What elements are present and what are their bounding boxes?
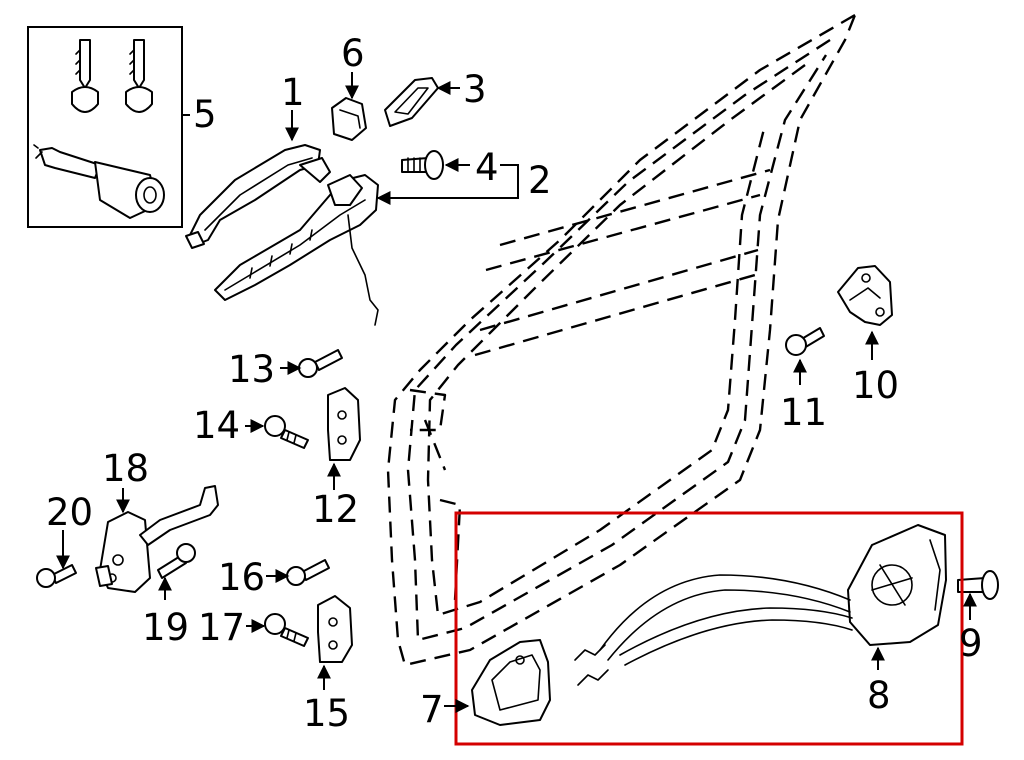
key-cylinder-set bbox=[27, 26, 190, 228]
callout-1: 1 bbox=[281, 71, 305, 114]
bolt-16 bbox=[286, 559, 330, 586]
leader-lines bbox=[56, 32, 977, 713]
callout-10: 10 bbox=[852, 364, 899, 407]
screw-11 bbox=[785, 327, 825, 356]
callout-2: 2 bbox=[528, 159, 552, 202]
callout-17: 17 bbox=[198, 606, 245, 649]
callout-9: 9 bbox=[959, 622, 983, 665]
bolt-20 bbox=[36, 564, 77, 588]
upper-hinge bbox=[327, 387, 361, 461]
callout-20: 20 bbox=[46, 491, 93, 534]
callout-labels: 1 6 3 4 2 5 13 14 12 18 20 19 16 17 15 7… bbox=[46, 32, 983, 735]
outside-handle bbox=[185, 144, 331, 249]
door-latch-actuator bbox=[574, 524, 947, 686]
callout-19: 19 bbox=[142, 606, 189, 649]
callout-5: 5 bbox=[193, 93, 217, 136]
callout-6: 6 bbox=[341, 32, 365, 75]
screw-9 bbox=[957, 570, 999, 600]
bolt-17 bbox=[264, 613, 309, 647]
callout-18: 18 bbox=[102, 447, 149, 490]
callout-14: 14 bbox=[193, 404, 240, 447]
screw-4 bbox=[401, 150, 444, 180]
bolt-19 bbox=[157, 543, 196, 579]
door-frame-outline bbox=[386, 13, 857, 667]
callout-4: 4 bbox=[475, 146, 499, 189]
callout-11: 11 bbox=[780, 391, 827, 434]
callout-13: 13 bbox=[228, 348, 275, 391]
striker bbox=[837, 265, 893, 326]
lower-hinge bbox=[317, 595, 353, 663]
lock-cylinder-icon bbox=[33, 144, 165, 219]
callout-7: 7 bbox=[420, 688, 444, 731]
callout-12: 12 bbox=[312, 488, 359, 531]
bolt-14 bbox=[264, 415, 309, 449]
lock-cover bbox=[471, 639, 551, 726]
key-icon bbox=[71, 39, 99, 113]
callout-16: 16 bbox=[218, 556, 265, 599]
callout-3: 3 bbox=[463, 68, 487, 111]
highlight-box bbox=[454, 511, 964, 746]
door-check bbox=[95, 485, 219, 593]
handle-pad bbox=[384, 77, 439, 127]
callout-8: 8 bbox=[867, 674, 891, 717]
handle-cap bbox=[331, 97, 367, 141]
callout-15: 15 bbox=[303, 692, 350, 735]
bolt-13 bbox=[298, 349, 343, 378]
key-icon bbox=[125, 39, 153, 113]
